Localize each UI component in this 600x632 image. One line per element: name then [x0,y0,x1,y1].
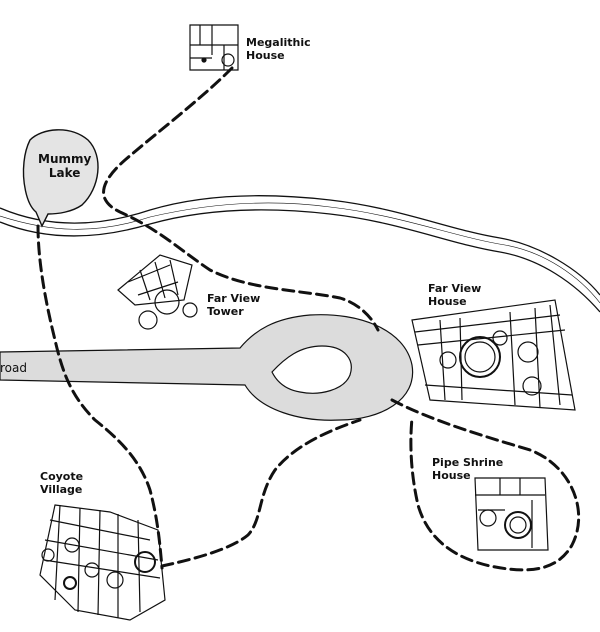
trails [36,66,581,572]
pipe-shrine-house-ruin [474,477,549,551]
label-coyote-village: Coyote Village [40,470,84,496]
label-pipe-shrine-house: Pipe Shrine House [432,456,504,482]
main-road [0,314,414,421]
far-view-tower-ruin [117,254,198,330]
label-far-view-house: Far View House [428,282,482,308]
label-far-view-tower: Far View Tower [207,292,261,318]
label-mummy-lake: Mummy Lake [38,152,92,180]
coyote-village-ruin [39,504,166,621]
label-road: road [0,361,27,375]
label-megalithic-house: Megalithic House [246,36,311,62]
wash-lines [0,195,600,313]
megalithic-house-ruin [189,24,239,71]
far-view-house-ruin [411,299,576,411]
mummy-lake [22,129,99,228]
